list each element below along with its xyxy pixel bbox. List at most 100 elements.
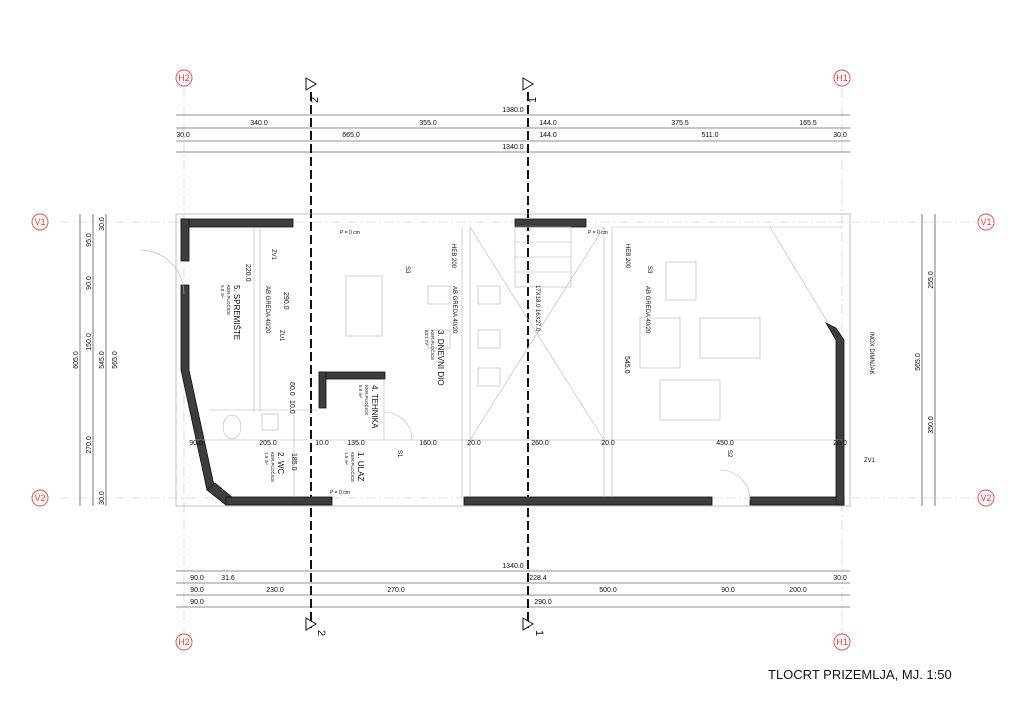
top-dim-total: 1380.0 [502, 107, 524, 114]
s1-label: S1 [396, 450, 402, 458]
bottom-dim-12: 290.0 [534, 599, 552, 606]
bottom-dim-total: 1340.0 [502, 563, 524, 570]
room-dnevni-floor: KER.PLOČICE [430, 330, 436, 360]
axis-h1-top: H1 [836, 73, 848, 83]
heb-label-1: HEB 200 [450, 244, 456, 269]
bottom-dim-11: 90.0 [190, 599, 204, 606]
inner-dim-13: 10.0 [288, 400, 295, 414]
room-dnevni: 3. DNEVNI DIO KER.PLOČICE 64.1 m² [424, 330, 445, 386]
room-wc-area: 1.9 m² [264, 452, 269, 465]
room-ulaz-area: 1.5 m² [344, 452, 349, 465]
room-labels: 1. ULAZ KER.PLOČICE 1.5 m² 2. WC KER.PLO… [220, 285, 445, 482]
right-dim-2: 350.0 [928, 416, 935, 434]
structural-labels: HEB 200 HEB 200 AB GREDA 40/20 AB GREDA … [264, 230, 876, 496]
left-dim-8: 545.0 [99, 351, 106, 369]
axis-v1-right: V1 [980, 217, 991, 227]
left-dim-3: 90.0 [86, 276, 93, 290]
axis-h1-bottom: H1 [836, 637, 848, 647]
inner-dim-15: 290.0 [282, 292, 289, 310]
top-dim-total2: 1340.0 [502, 144, 524, 151]
inner-dim-8: 450.0 [716, 440, 734, 447]
top-dim-1: 340.0 [250, 120, 268, 127]
room-spremiste-name: 5. SPREMIŠTE [232, 285, 241, 340]
inner-dimensions: 205.0 10.0 135.0 160.0 20.0 260.0 20.0 4… [189, 264, 847, 471]
top-dim-5: 165.5 [799, 120, 817, 127]
axis-v2-left: V2 [34, 493, 45, 503]
greda-label-2: AB GREDA 40/20 [451, 286, 457, 334]
inner-dim-16: 220.0 [244, 264, 251, 282]
room-tehnika-area: 5.6 m² [358, 385, 363, 398]
inner-dim-7: 20.0 [601, 440, 615, 447]
bottom-dim-3: 228.4 [529, 575, 547, 582]
room-spremiste-floor: KER.PLOČICE [226, 285, 232, 315]
section-2-bottom: 2 [315, 630, 327, 636]
room-tehnika-floor: KER.PLOČICE [364, 385, 370, 415]
top-dim-6: 30.0 [176, 132, 190, 139]
dimnjak-label: INOX DIMNJAK [868, 332, 874, 375]
level-label-2: P = 0 cm [588, 230, 608, 236]
right-dimensions: 255.0 350.0 565.0 [915, 214, 936, 506]
outer-outline [175, 213, 851, 507]
axis-h2-top: H2 [178, 73, 190, 83]
room-spremiste-area: 6.8 m² [220, 285, 225, 298]
section-markers: 2 1 2 1 [305, 77, 545, 636]
s3b-label: S3 [646, 266, 652, 274]
top-dim-10: 30.0 [833, 132, 847, 139]
top-dim-7: 665.0 [342, 132, 360, 139]
inner-dim-6: 260.0 [531, 440, 549, 447]
inner-dim-2: 10.0 [315, 440, 329, 447]
right-dim-3: 565.0 [915, 353, 922, 371]
section-2-top: 2 [309, 97, 321, 103]
greda-label-3: AB GREDA 40/20 [644, 286, 650, 334]
section-1-top: 1 [527, 97, 539, 103]
bottom-dimensions: 1340.0 90.0 31.6 228.4 30.0 90.0 230.0 2… [176, 563, 850, 608]
bottom-dim-5: 90.0 [190, 587, 204, 594]
inner-dim-11: 185.0 [290, 453, 297, 471]
zu1-label: ZU1 [278, 330, 284, 342]
level-label-3: P = 0 cm [330, 490, 350, 496]
heb-label-2: HEB 200 [624, 244, 630, 269]
inner-dim-3: 135.0 [347, 440, 365, 447]
zv1-right-label: ZV1 [864, 458, 876, 464]
zv1-label: ZV1 [270, 249, 276, 261]
bottom-dim-10: 200.0 [789, 587, 807, 594]
room-spremiste: 5. SPREMIŠTE KER.PLOČICE 6.8 m² [220, 285, 241, 340]
bottom-dim-8: 500.0 [599, 587, 617, 594]
inner-dim-9: 20.0 [833, 440, 847, 447]
bottom-dim-6: 230.0 [266, 587, 284, 594]
top-dim-9: 511.0 [702, 132, 719, 139]
greda-label-1: AB GREDA 40/20 [264, 286, 270, 334]
axis-markers: H2 H1 H2 H1 V1 V1 V2 V2 [31, 69, 995, 651]
room-tehnika-name: 4. TEHNIKA [370, 385, 379, 429]
top-dimensions: 1380.0 340.0 355.0 144.0 375.5 165.5 30.… [176, 107, 850, 153]
interior-lines [139, 226, 842, 501]
room-wc: 2. WC KER.PLOČICE 1.9 m² [264, 452, 285, 482]
axis-v2-right: V2 [980, 493, 991, 503]
room-dnevni-area: 64.1 m² [424, 330, 429, 346]
left-dimensions: 30.0 95.0 90.0 150.0 270.0 30.0 605.0 54… [73, 214, 119, 506]
bottom-dim-4: 30.0 [833, 575, 847, 582]
left-dim-2: 95.0 [86, 233, 93, 247]
inner-dim-12: 60.0 [288, 382, 295, 396]
top-dim-3: 144.0 [539, 120, 557, 127]
inner-dim-10: 90.0 [189, 440, 203, 447]
room-wc-name: 2. WC [276, 452, 285, 474]
bottom-dim-9: 90.0 [721, 587, 735, 594]
left-dim-1: 30.0 [99, 217, 106, 231]
bottom-dim-2: 31.6 [221, 575, 235, 582]
left-dim-9: 565.0 [112, 351, 119, 369]
inner-dim-1: 205.0 [259, 440, 277, 447]
level-label-1: P = 0 cm [340, 230, 360, 236]
right-dim-1: 255.0 [928, 271, 935, 289]
walls [180, 218, 845, 506]
room-ulaz: 1. ULAZ KER.PLOČICE 1.5 m² [344, 452, 365, 482]
room-wc-floor: KER.PLOČICE [270, 452, 276, 482]
bottom-dim-7: 270.0 [387, 587, 405, 594]
room-ulaz-name: 1. ULAZ [356, 452, 365, 481]
bottom-dim-1: 90.0 [190, 575, 204, 582]
room-dnevni-name: 3. DNEVNI DIO [436, 330, 445, 386]
top-dim-2: 355.0 [419, 120, 437, 127]
left-dim-5: 270.0 [86, 436, 93, 454]
drawing-title: TLOCRT PRIZEMLJA, MJ. 1:50 [768, 667, 952, 682]
